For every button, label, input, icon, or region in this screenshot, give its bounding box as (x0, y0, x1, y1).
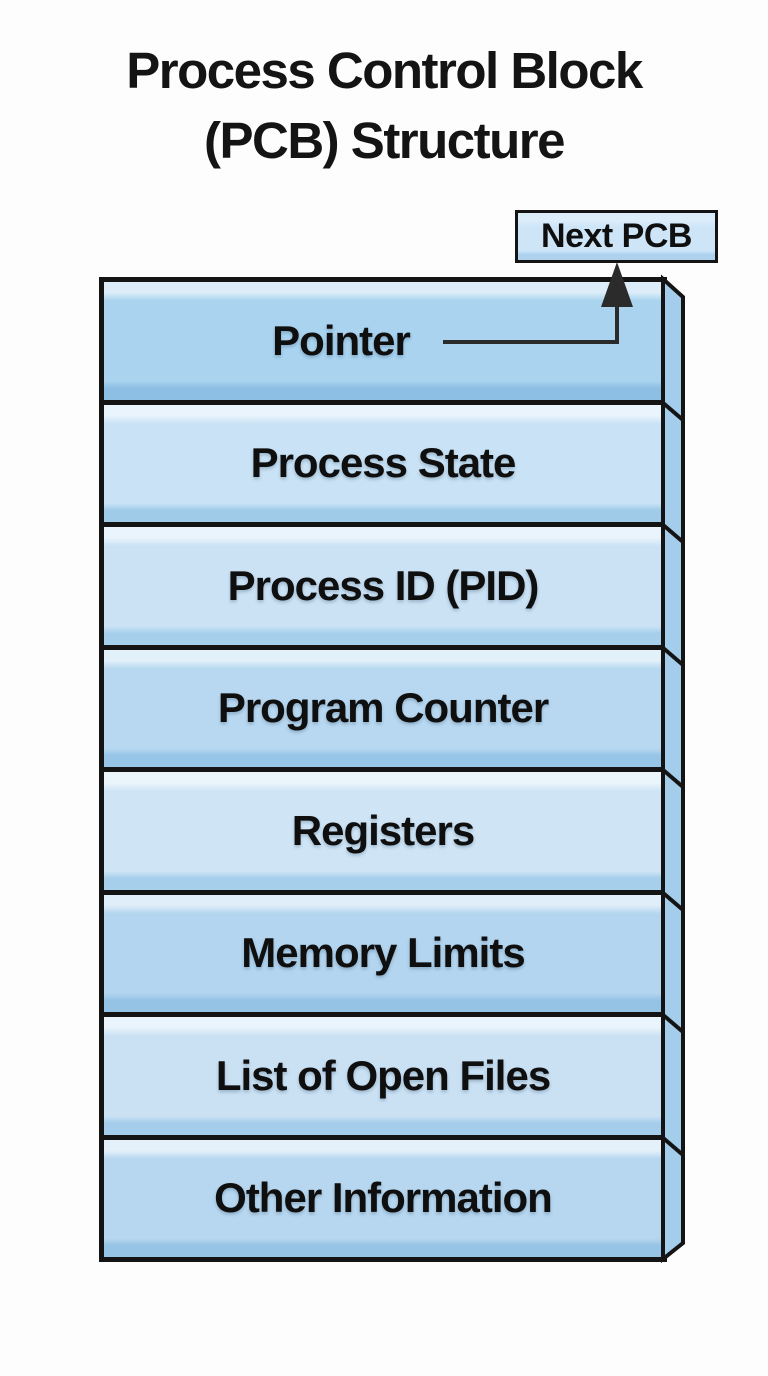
pcb-row-process-state: Process State (104, 399, 662, 522)
pcb-row-memory-limits: Memory Limits (104, 889, 662, 1012)
pcb-row-process-id: Process ID (PID) (104, 522, 662, 645)
row-label: Memory Limits (241, 929, 525, 977)
pcb-row-program-counter: Program Counter (104, 644, 662, 767)
next-pcb-label: Next PCB (541, 217, 692, 255)
pcb-row-pointer: Pointer (104, 282, 662, 400)
row-label: Other Information (214, 1174, 553, 1222)
row-label: Process ID (PID) (227, 561, 540, 609)
pcb-stack: Pointer Process State Process ID (PID) P… (99, 277, 667, 1262)
pcb-row-other-info: Other Information (104, 1134, 662, 1257)
next-pcb-box: Next PCB (515, 210, 718, 263)
row-label: List of Open Files (215, 1051, 551, 1099)
page-title: Process Control Block (PCB) Structure (0, 36, 768, 176)
row-label: Pointer (272, 316, 411, 364)
row-label: Process State (250, 439, 517, 487)
row-label: Program Counter (217, 684, 549, 732)
pcb-row-open-files: List of Open Files (104, 1012, 662, 1135)
row-label: Registers (291, 806, 475, 854)
pcb-row-registers: Registers (104, 767, 662, 890)
title-line-2: (PCB) Structure (203, 112, 566, 169)
title-line-1: Process Control Block (126, 42, 643, 99)
